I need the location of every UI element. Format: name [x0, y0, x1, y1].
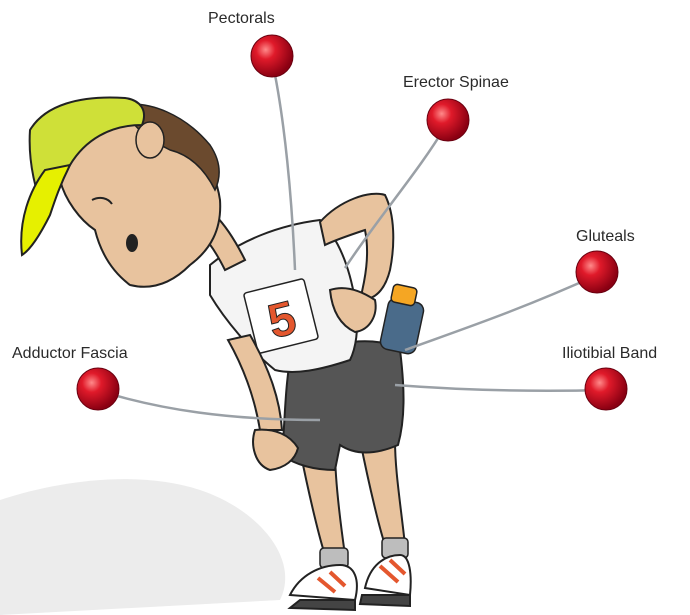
runner-ear — [136, 122, 164, 158]
runner-shoes — [290, 555, 411, 610]
pin-icon — [251, 35, 293, 77]
runner-cap-brim — [21, 165, 70, 255]
pin-icon — [77, 368, 119, 410]
runner-mouth — [126, 234, 138, 252]
label-pectorals: Pectorals — [208, 10, 275, 28]
ground-shadow — [0, 479, 285, 615]
label-gluteals: Gluteals — [576, 228, 635, 246]
pin-icon — [576, 251, 618, 293]
pin-icon — [427, 99, 469, 141]
label-erector-spinae: Erector Spinae — [403, 74, 509, 92]
label-iliotibial-band: Iliotibial Band — [562, 345, 657, 363]
label-adductor-fascia: Adductor Fascia — [12, 345, 128, 363]
pin-icon — [585, 368, 627, 410]
